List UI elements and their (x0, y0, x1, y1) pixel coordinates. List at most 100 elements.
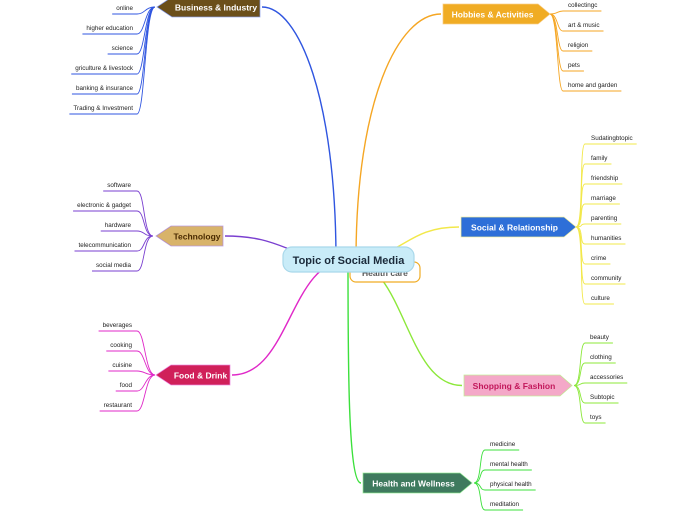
item-physical-health[interactable]: physical health (485, 481, 536, 491)
item-label: higher education (86, 25, 133, 32)
item-science[interactable]: science (107, 45, 137, 55)
item-label: toys (590, 414, 602, 421)
item-beauty[interactable]: beauty (585, 334, 613, 344)
item-community[interactable]: community (585, 275, 626, 285)
item-subtopic[interactable]: Subtopic (585, 394, 619, 404)
item-connector-shopping (573, 342, 586, 386)
item-label: science (112, 45, 134, 52)
connector-hobbies (355, 13, 442, 261)
node-food[interactable]: Food & Drink (155, 364, 231, 386)
item-hardware[interactable]: hardware (100, 222, 137, 232)
item-medicine[interactable]: medicine (485, 441, 520, 451)
item-label: electronic & gadget (77, 202, 131, 209)
connector-business (261, 6, 337, 261)
node-health-label: Health and Wellness (372, 479, 455, 489)
item-parenting[interactable]: parenting (585, 215, 622, 225)
item-cooking[interactable]: cooking (106, 342, 137, 352)
item-connector-business (136, 6, 156, 115)
node-business[interactable]: Business & Industry (156, 0, 261, 18)
item-social-media[interactable]: social media (92, 262, 137, 272)
item-food[interactable]: food (115, 382, 137, 392)
item-connector-health (473, 469, 486, 484)
branch-shopping: Shopping & Fashion beauty clothing accessor… (463, 334, 628, 424)
item-collectingc[interactable]: collectingc (563, 2, 602, 12)
item-telecommunication[interactable]: telecommunication (74, 242, 138, 252)
item-label: telecommunication (79, 242, 132, 249)
item-label: crime (591, 255, 607, 262)
item-label: restaurant (104, 402, 133, 409)
node-health[interactable]: Health and Wellness (362, 472, 473, 494)
item-label: culture (591, 295, 610, 302)
item-connector-technology (136, 190, 154, 237)
item-connector-shopping (573, 362, 586, 386)
item-connector-social (575, 183, 586, 228)
item-connector-food (136, 374, 156, 412)
item-label: physical health (490, 481, 532, 488)
item-connector-health (473, 482, 486, 511)
item-connector-hobbies (549, 13, 564, 92)
branch-technology: Technology software electronic & gadget har… (73, 182, 224, 272)
item-label: mental health (490, 461, 528, 468)
item-marriage[interactable]: marriage (585, 195, 620, 205)
branch-social: Social & Relationship Sudatingbtopic famil… (460, 135, 637, 305)
item-clothing[interactable]: clothing (585, 354, 616, 364)
item-label: marriage (591, 195, 616, 202)
item-pets[interactable]: pets (563, 62, 584, 72)
connector-health (347, 259, 362, 484)
item-electronic-gadget[interactable]: electronic & gadget (73, 202, 137, 212)
item-family[interactable]: family (585, 155, 612, 165)
branch-food: Food & Drink beverages cooking cuisine food r… (98, 322, 231, 412)
item-label: Subtopic (590, 394, 615, 401)
item-beverages[interactable]: beverages (98, 322, 137, 332)
item-sudatingbtopic[interactable]: Sudatingbtopic (585, 135, 637, 145)
item-connector-social (575, 163, 586, 228)
item-home-and-garden[interactable]: home and garden (563, 82, 622, 92)
item-accessories[interactable]: accessories (585, 374, 628, 384)
health-care-label: Health care (362, 268, 408, 278)
item-crime[interactable]: crime (585, 255, 611, 265)
item-label: software (107, 182, 131, 189)
item-meditation[interactable]: meditation (485, 501, 524, 511)
item-online[interactable]: online (112, 5, 137, 15)
item-connector-shopping (573, 385, 586, 424)
item-label: community (591, 275, 622, 282)
item-restaurant[interactable]: restaurant (99, 402, 137, 412)
item-label: hardware (105, 222, 132, 229)
item-label: parenting (591, 215, 618, 222)
node-technology-label: Technology (173, 232, 220, 242)
item-label: online (116, 5, 133, 12)
node-social[interactable]: Social & Relationship (460, 216, 577, 238)
item-label: social media (96, 262, 131, 269)
item-banking-insurance[interactable]: banking & insurance (71, 85, 137, 95)
item-mental-health[interactable]: mental health (485, 461, 532, 471)
item-art-music[interactable]: art & music (563, 22, 604, 32)
item-toys[interactable]: toys (585, 414, 606, 424)
item-label: beverages (103, 322, 132, 329)
branch-health: Health and Wellness medicine mental health… (362, 441, 536, 511)
node-hobbies-label: Hobbies & Activities (452, 10, 534, 20)
item-griculture-livestock[interactable]: griculture & livestock (71, 65, 137, 75)
item-label: pets (568, 62, 580, 69)
item-connector-food (136, 330, 156, 376)
item-connector-social (575, 226, 586, 305)
item-connector-health (473, 449, 486, 484)
node-hobbies[interactable]: Hobbies & Activities (442, 3, 551, 25)
node-shopping[interactable]: Shopping & Fashion (463, 374, 573, 397)
item-connector-food (136, 350, 156, 376)
central-topic[interactable]: Topic of Social Media (282, 246, 415, 273)
item-humanities[interactable]: humanities (585, 235, 626, 245)
item-culture[interactable]: culture (585, 295, 614, 305)
node-technology[interactable]: Technology (155, 225, 224, 247)
item-label: family (591, 155, 608, 162)
node-shopping-label: Shopping & Fashion (473, 381, 556, 391)
item-label: art & music (568, 22, 600, 29)
item-software[interactable]: software (103, 182, 137, 192)
item-higher-education[interactable]: higher education (82, 25, 137, 35)
item-trading-investment[interactable]: Trading & Investment (69, 105, 137, 115)
item-religion[interactable]: religion (563, 42, 593, 52)
item-connector-health (473, 482, 486, 491)
item-cuisine[interactable]: cuisine (108, 362, 137, 372)
item-friendship[interactable]: friendship (585, 175, 623, 185)
item-label: friendship (591, 175, 619, 182)
